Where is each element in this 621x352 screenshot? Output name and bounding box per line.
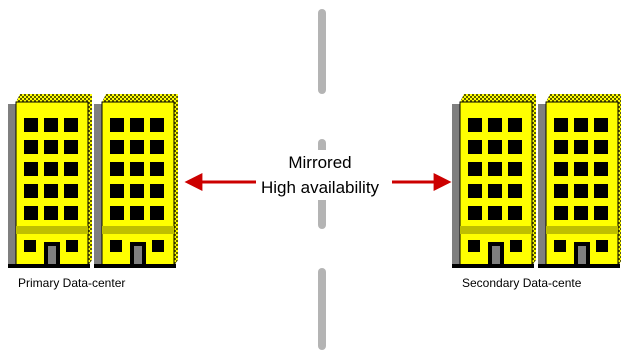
link-label-line2: High availability <box>258 175 382 200</box>
secondary-datacenter-label: Secondary Data-cente <box>462 276 582 290</box>
secondary-datacenter-icon <box>451 93 621 269</box>
link-label-line1: Mirrored <box>286 150 354 175</box>
link-label: Mirrored High availability <box>230 150 410 200</box>
primary-datacenter-label: Primary Data-center <box>18 276 126 290</box>
primary-datacenter-icon <box>7 93 179 269</box>
